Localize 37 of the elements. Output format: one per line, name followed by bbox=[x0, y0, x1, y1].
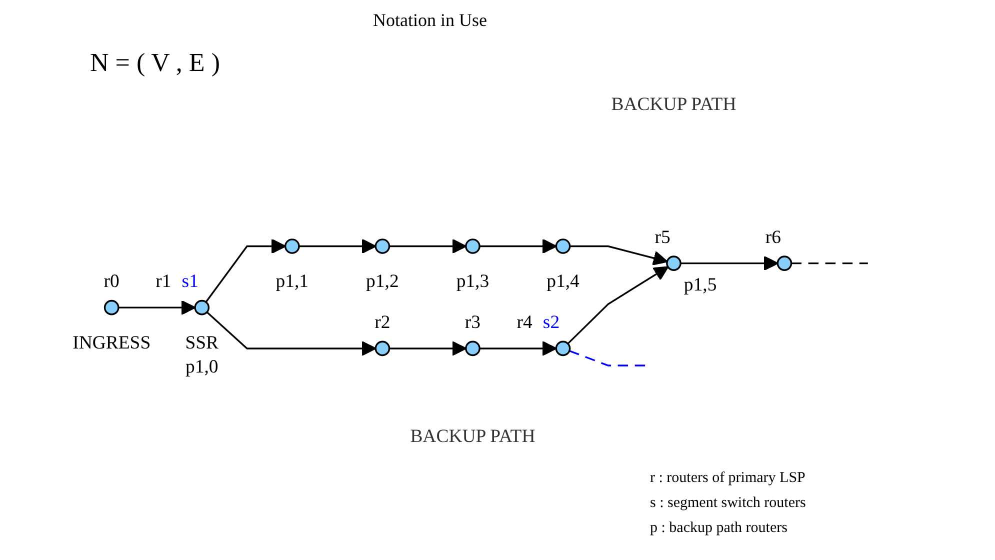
node-label: p1,2 bbox=[366, 271, 399, 292]
connector bbox=[569, 350, 646, 366]
notation-note: r : routers of primary LSP bbox=[650, 470, 806, 487]
node-label: r3 bbox=[464, 312, 481, 334]
path-label: BACKUP PATH bbox=[611, 94, 736, 115]
node-label: r2 bbox=[374, 312, 390, 334]
arrow bbox=[480, 238, 557, 254]
node-label: p1,3 bbox=[456, 271, 490, 292]
node-label: r5 bbox=[654, 226, 670, 248]
node-label: r6 bbox=[765, 226, 782, 248]
node-label: r0 bbox=[104, 271, 120, 292]
arrow bbox=[298, 238, 376, 254]
connector bbox=[791, 262, 868, 264]
node-label: r1 bbox=[156, 271, 172, 292]
arrow bbox=[570, 245, 668, 266]
arrow bbox=[206, 312, 376, 356]
node-label: SSR bbox=[185, 332, 219, 354]
diagram-title: Notation in Use bbox=[372, 10, 488, 31]
node-label: p1,5 bbox=[684, 274, 717, 296]
node-label: s2 bbox=[542, 312, 560, 334]
arrow bbox=[680, 256, 778, 271]
arrow bbox=[389, 340, 467, 356]
node-label: INGRESS bbox=[72, 332, 151, 354]
notation-note: s : segment switch routers bbox=[650, 495, 806, 512]
formula: N = ( V , E ) bbox=[90, 48, 220, 78]
node-label: s1 bbox=[182, 271, 198, 292]
arrow bbox=[118, 300, 196, 316]
arrow bbox=[480, 340, 557, 356]
arrow bbox=[567, 266, 669, 344]
node-label: p1,0 bbox=[186, 356, 218, 378]
arrow bbox=[205, 238, 286, 303]
path-label: BACKUP PATH bbox=[410, 426, 536, 448]
arrow bbox=[389, 238, 467, 254]
node-label: p1,1 bbox=[276, 271, 309, 292]
node-label: r4 bbox=[516, 312, 532, 334]
node-label: p1,4 bbox=[546, 271, 580, 292]
notation-note: p : backup path routers bbox=[650, 520, 788, 537]
